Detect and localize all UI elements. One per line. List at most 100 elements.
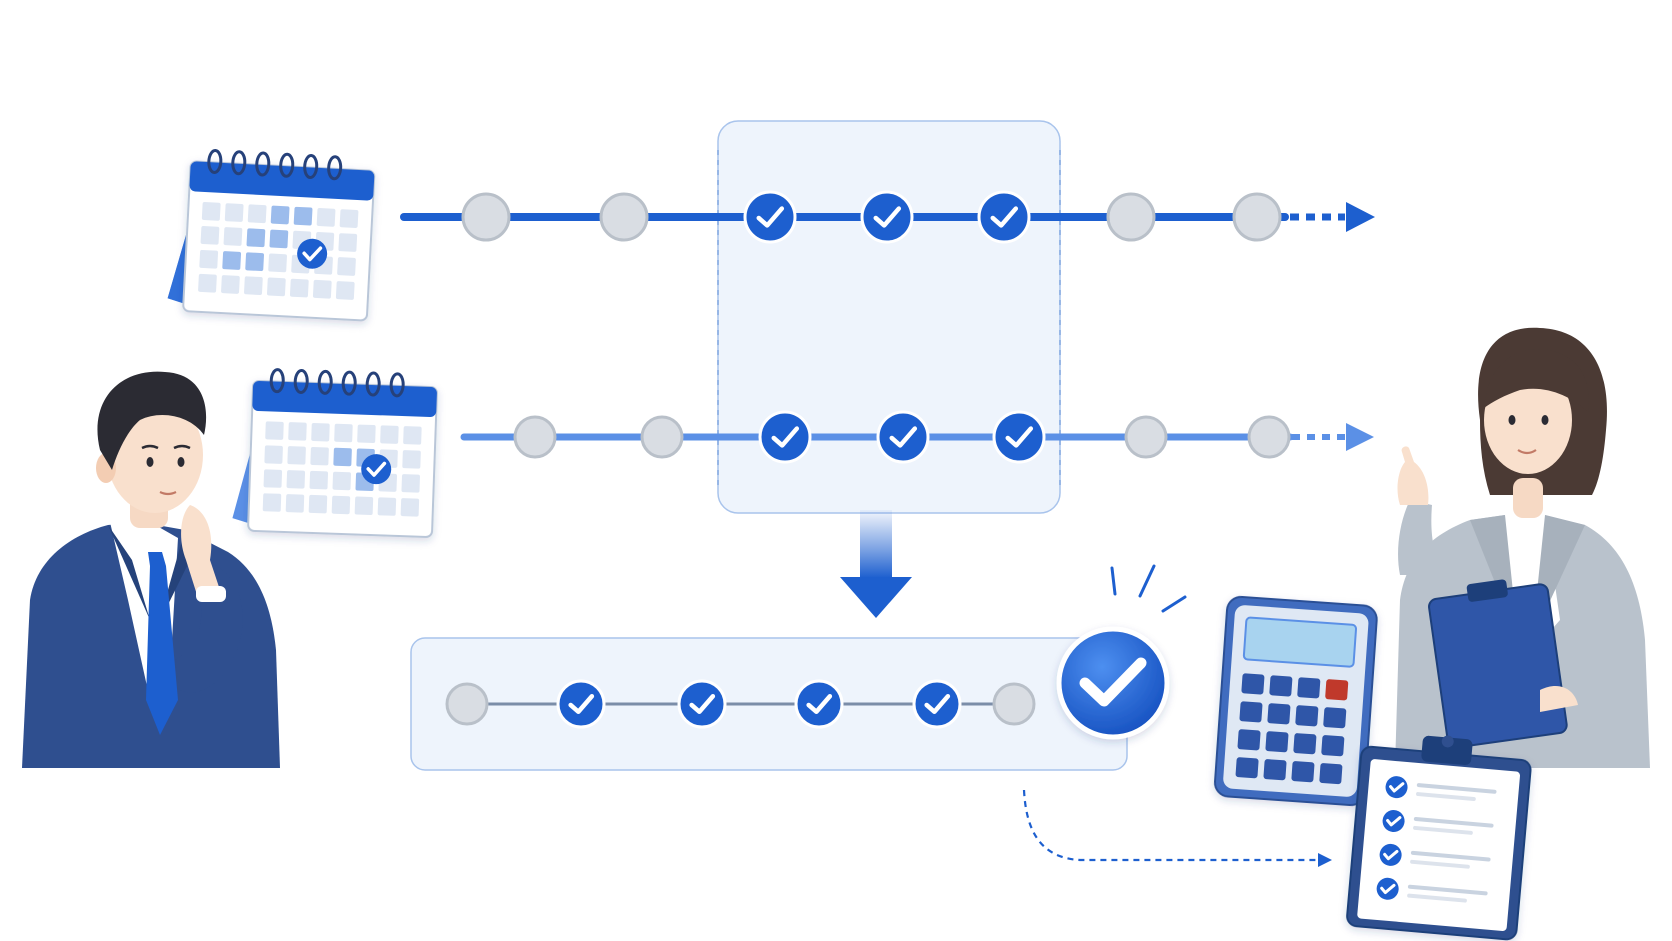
check-icon [556, 679, 606, 729]
node-pending [461, 192, 511, 242]
calendar-cell [312, 279, 332, 299]
check-icon [361, 454, 392, 485]
timeline-top [400, 190, 1375, 244]
calendar-cell [310, 446, 329, 466]
burst-line-3 [1161, 595, 1187, 613]
calendar-cell [199, 249, 219, 269]
node-pending [1124, 415, 1168, 459]
calendar-cell [293, 206, 313, 226]
calculator-icon [1213, 595, 1378, 807]
calendar-cell [269, 229, 289, 249]
check-mark [873, 206, 902, 228]
check-mark [924, 693, 951, 715]
calendar-cell [223, 227, 243, 246]
check-icon [912, 679, 962, 729]
calendar-cell [400, 498, 420, 517]
pending-circle [1232, 192, 1282, 242]
calculator-key [1323, 707, 1347, 729]
calendar-cell [311, 422, 330, 442]
calendar-cell [267, 277, 286, 297]
check-mark [568, 693, 595, 715]
calendar-cell [286, 470, 306, 489]
checklist-line [1413, 825, 1473, 835]
calendar-cell [244, 276, 263, 296]
node-pending [1232, 192, 1282, 242]
calendar-cell [262, 493, 282, 512]
calendar-cell [285, 494, 305, 513]
calendar-cell [334, 423, 353, 443]
calendar-cell [222, 251, 242, 270]
arrow-down-icon [840, 510, 912, 618]
man-thinking [22, 371, 280, 768]
check-mark [1383, 849, 1399, 861]
checklist-line [1410, 850, 1491, 862]
check-mark [990, 206, 1019, 228]
calendar-cell [380, 425, 399, 444]
calendar-cell [402, 450, 421, 469]
check-mark [806, 693, 833, 715]
calendar-cell [354, 496, 374, 516]
check-mark [689, 693, 716, 715]
check-mark [1005, 426, 1034, 448]
burst-line-1 [1110, 566, 1117, 596]
calendar-cell [357, 424, 376, 444]
calendar-cell [246, 228, 266, 248]
check-icon [758, 410, 812, 464]
calculator-key [1269, 675, 1293, 697]
calculator-key [1265, 731, 1289, 753]
calendar-cell [198, 273, 217, 293]
checklist-line [1413, 816, 1494, 828]
node-done [876, 410, 930, 464]
calendar-cell [337, 257, 356, 276]
timeline-top-arrowhead [1346, 202, 1375, 232]
calculator-key [1295, 705, 1319, 727]
pending-circle [1247, 415, 1291, 459]
check-icon [977, 190, 1031, 244]
calendar-cell [331, 495, 351, 515]
node-done [677, 679, 727, 729]
pending-circle [445, 682, 489, 726]
burst-line-2 [1138, 564, 1156, 598]
calendar-cell [308, 494, 328, 514]
calendar-cell [289, 278, 309, 298]
pointing-hand [1397, 446, 1429, 505]
check-mark [756, 206, 785, 228]
calendar-cell [221, 275, 240, 294]
hand-on-chin [181, 505, 220, 598]
calendar-cell [247, 204, 267, 224]
checklist-clipboard-icon [1346, 735, 1532, 941]
calculator-key [1321, 735, 1345, 757]
check-mark [889, 426, 918, 448]
calculator-key [1297, 677, 1321, 699]
calendar-cell [288, 422, 307, 441]
calculator-key [1241, 673, 1265, 695]
node-done [758, 410, 812, 464]
calendar-cell [245, 252, 265, 272]
pending-circle [513, 415, 557, 459]
node-done [912, 679, 962, 729]
node-pending [1247, 415, 1291, 459]
check-icon [860, 190, 914, 244]
node-pending [445, 682, 489, 726]
calendar-cell [270, 205, 290, 225]
timeline-middle [460, 410, 1374, 464]
calculator-key [1239, 701, 1263, 723]
node-done [860, 190, 914, 244]
calculator-key [1237, 729, 1261, 751]
checklist-line [1416, 792, 1476, 801]
check-icon [743, 190, 797, 244]
calculator-key [1319, 763, 1343, 785]
calendar-cell [268, 253, 287, 273]
calendar-cell [403, 426, 422, 445]
calculator-key [1267, 703, 1291, 725]
calculator-key [1263, 759, 1287, 781]
calendar-cell [224, 203, 244, 222]
calendar-cell [200, 225, 220, 245]
calendar-cell [263, 469, 283, 488]
handoff-arrow [1022, 789, 1332, 867]
pending-circle [1106, 192, 1156, 242]
calendar-cell [309, 470, 329, 490]
calendar-cell [265, 421, 284, 440]
